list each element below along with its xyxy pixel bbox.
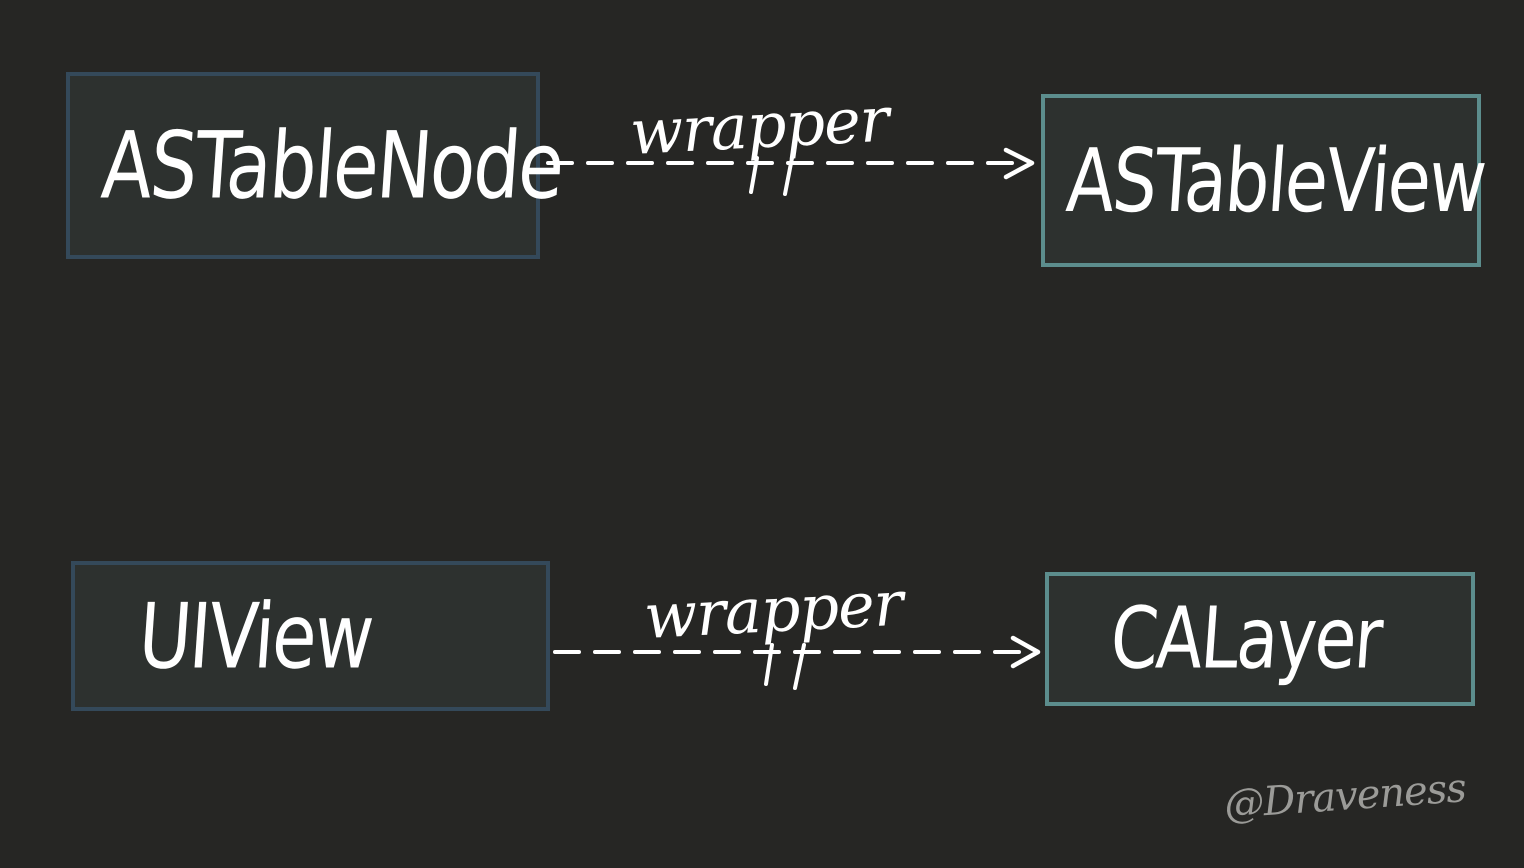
- label-descender-strokes: [749, 156, 794, 196]
- edge-label-wrapper-bottom: wrapper: [642, 566, 905, 653]
- arrowhead-icon: [1010, 635, 1041, 669]
- node-calayer: CALayer: [1045, 572, 1475, 706]
- node-label: CALayer: [1107, 589, 1385, 689]
- node-label: UIView: [135, 583, 376, 689]
- edge-label-wrapper-top: wrapper: [628, 82, 891, 169]
- node-astableview: ASTableView: [1041, 94, 1488, 267]
- node-uiview: UIView: [71, 561, 550, 711]
- node-label: ASTableNode: [98, 111, 566, 220]
- label-descender-strokes: [764, 643, 806, 690]
- arrowhead-icon: [1003, 147, 1035, 180]
- node-label: ASTableView: [1063, 129, 1489, 232]
- node-astablenode: ASTableNode: [66, 72, 566, 259]
